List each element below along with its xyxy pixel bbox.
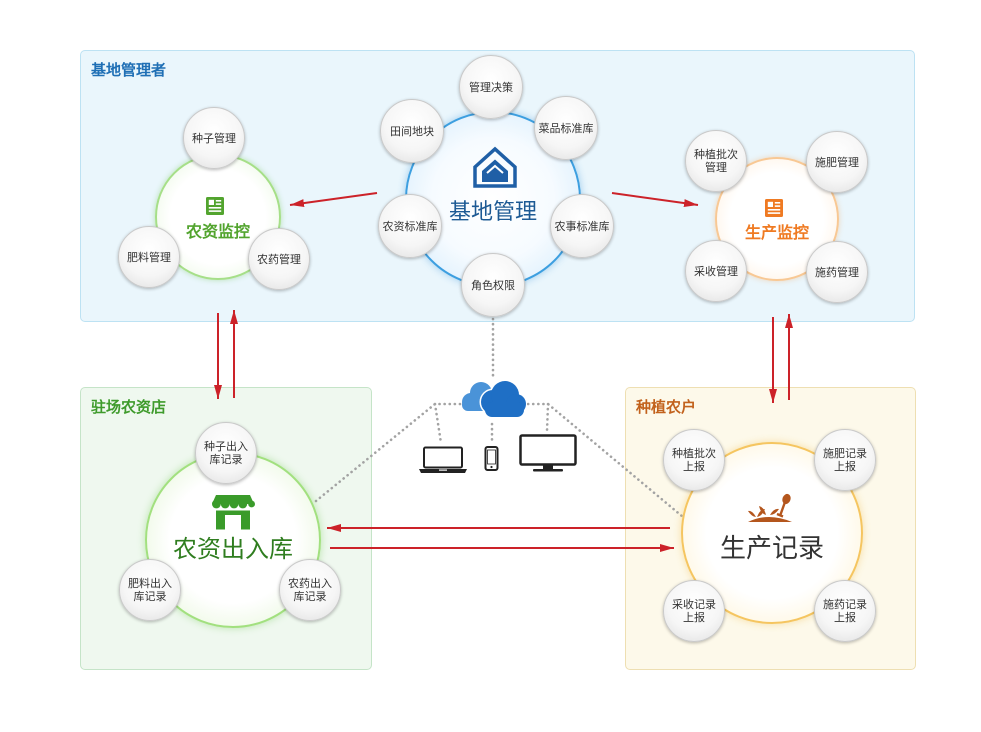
supply-monitor-label: 农资监控 [185, 222, 250, 241]
arrow-base-to-supply-monitor [289, 192, 378, 208]
form-icon [765, 199, 783, 217]
base-management-label: 基地管理 [448, 200, 537, 225]
fertilizing-management-node: 施肥管理 [806, 131, 868, 193]
manager-panel-title: 基地管理者 [91, 61, 167, 79]
fertilizer-stock-record-node: 肥料出入 库记录 [119, 559, 181, 621]
dotted-link-cloud-to-monitor [545, 402, 550, 433]
spraying-management-node: 施药管理 [806, 241, 868, 303]
pesticide-management-node: 农药管理 [248, 228, 310, 290]
seed-stock-record-node: 种子出入 库记录 [195, 422, 257, 484]
management-decision-node: 管理决策 [459, 55, 523, 119]
agri-input-standard-library-node: 农资标准库 [378, 194, 442, 258]
vegetable-standard-library-node: 菜品标准库 [534, 96, 598, 160]
stock-io-label: 农资出入库 [173, 535, 293, 563]
production-record-label: 生产记录 [719, 534, 824, 564]
form-icon [206, 197, 224, 215]
fertilizer-management-node: 肥料管理 [118, 226, 180, 288]
farmer-panel-title: 种植农户 [636, 398, 697, 416]
fertilizing-record-report-node: 施肥记录 上报 [814, 429, 876, 491]
production-monitor-label: 生产监控 [744, 223, 809, 242]
seed-management-node: 种子管理 [183, 107, 245, 169]
phone-icon [484, 446, 499, 471]
store-icon [212, 495, 255, 530]
spraying-record-report-node: 施药记录 上报 [814, 580, 876, 642]
cloud-icon [462, 379, 527, 419]
planting-batch-management-node: 种植批次 管理 [685, 130, 747, 192]
planting-batch-report-node: 种植批次 上报 [663, 429, 725, 491]
store-panel-title: 驻场农资店 [91, 398, 167, 416]
harvest-management-node: 采收管理 [685, 240, 747, 302]
dotted-link-cloud-to-laptop [433, 402, 443, 445]
arrow-base-to-production-monitor [611, 192, 699, 208]
house-icon [473, 146, 517, 188]
field-plot-node: 田间地块 [380, 99, 444, 163]
farming-standard-library-node: 农事标准库 [550, 194, 614, 258]
monitor-icon [519, 434, 577, 472]
laptop-icon [419, 446, 467, 473]
role-permission-node: 角色权限 [461, 253, 525, 317]
harvest-record-report-node: 采收记录 上报 [663, 580, 725, 642]
pesticide-stock-record-node: 农药出入 库记录 [279, 559, 341, 621]
planting-shovel-icon [748, 493, 792, 522]
